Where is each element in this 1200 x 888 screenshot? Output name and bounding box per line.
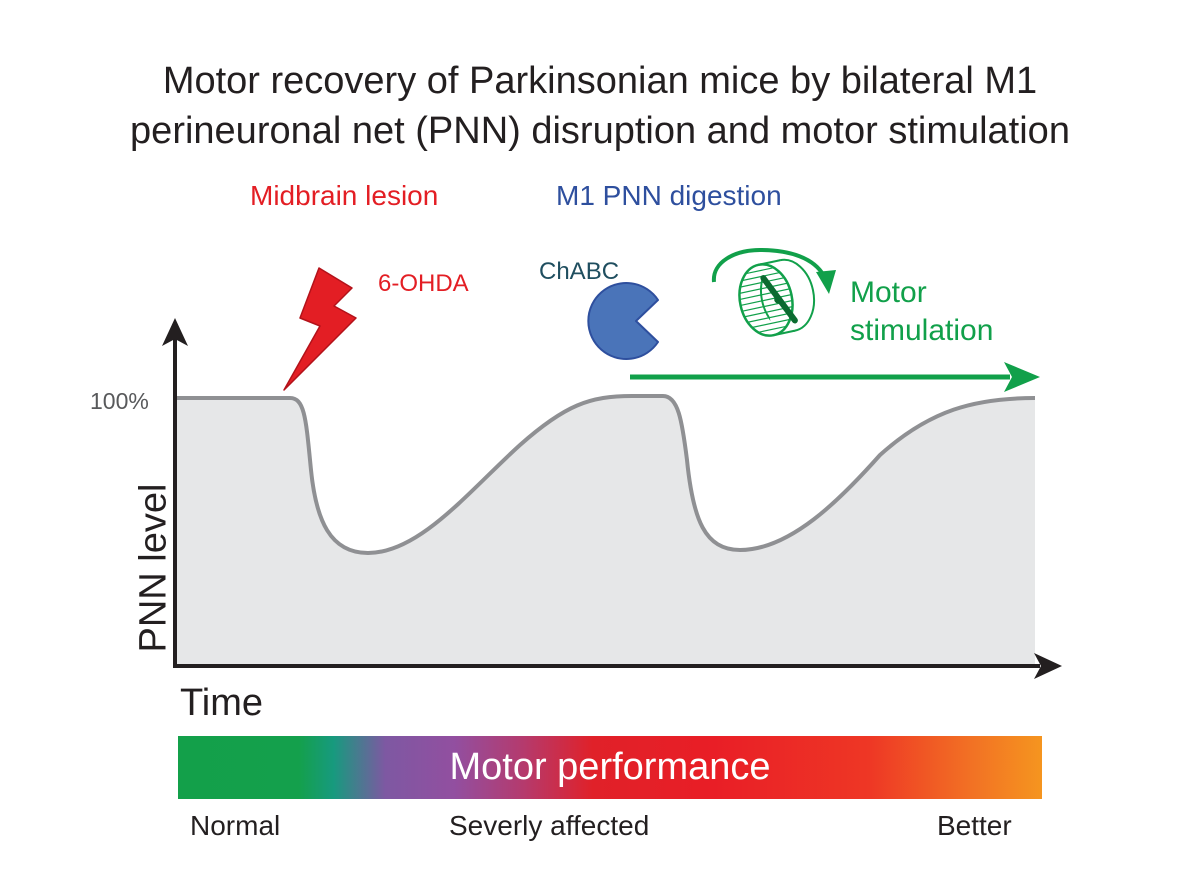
curved-arrow-icon	[711, 247, 826, 283]
motor-performance-label: Motor performance	[449, 746, 771, 788]
x-axis-arrowhead	[1034, 653, 1062, 679]
scale-better: Better	[937, 810, 1012, 841]
stimulation-label-line-1: Motor	[850, 276, 927, 309]
title-line-2: perineuronal net (PNN) disruption and mo…	[130, 110, 1070, 152]
running-wheel-icon	[734, 258, 816, 337]
digestion-agent: ChABC	[539, 258, 620, 285]
x-axis-label: Time	[180, 682, 264, 724]
y-tick-100: 100%	[90, 388, 149, 414]
title-line-1: Motor recovery of Parkinsonian mice by b…	[162, 60, 1038, 102]
digestion-heading: M1 PNN digestion	[556, 180, 782, 211]
lightning-bolt-icon	[283, 267, 357, 391]
stimulation-label-line-2: stimulation	[850, 314, 994, 347]
pnn-area	[175, 396, 1035, 667]
scale-severely-affected: Severly affected	[449, 810, 650, 841]
y-axis-arrowhead	[162, 318, 188, 346]
pacman-enzyme-icon	[587, 282, 659, 360]
lesion-agent: 6-OHDA	[378, 270, 469, 297]
curved-arrow-head	[816, 270, 836, 294]
pnn-curve	[175, 394, 1036, 556]
motor-performance-bar: Motor performance	[178, 736, 1042, 799]
lesion-heading: Midbrain lesion	[250, 180, 439, 211]
scale-normal: Normal	[190, 810, 281, 841]
stimulation-arrowhead	[1004, 362, 1040, 392]
